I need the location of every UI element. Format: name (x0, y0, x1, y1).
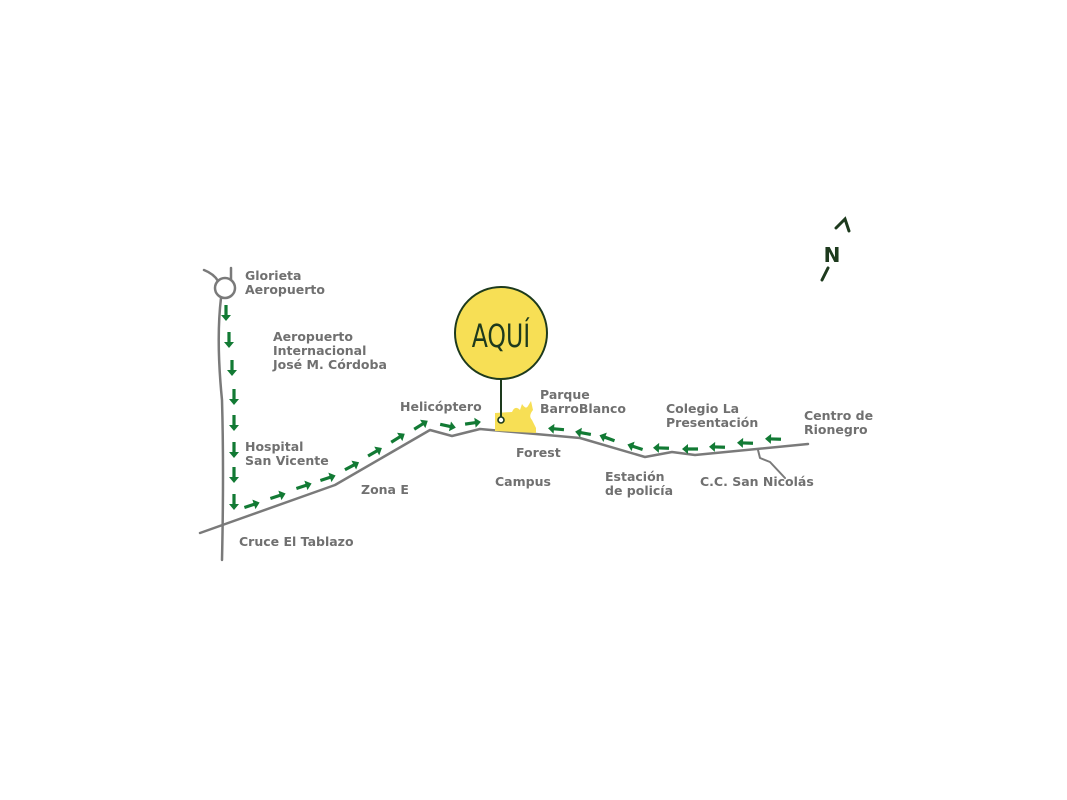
label-cc-san-nicolas: C.C. San Nicolás (700, 474, 814, 489)
label-helicoptero: Helicóptero (400, 399, 482, 414)
road-main (198, 427, 810, 535)
north-indicator: N (820, 216, 851, 282)
route-arrow-icon (269, 490, 286, 501)
marker-circle (454, 286, 548, 380)
north-arrow-icon (820, 216, 851, 282)
location-marker: AQUÍ (454, 286, 548, 424)
route-arrow-icon (413, 419, 428, 431)
route-arrow-icon (229, 389, 239, 405)
route-arrow-icon (765, 433, 782, 444)
road-glorieta-entry (202, 268, 220, 283)
north-label: N (824, 243, 841, 267)
route-arrow-icon (709, 441, 726, 452)
route-arrow-icon (390, 432, 405, 444)
label-campus: Campus (495, 474, 551, 489)
route-arrow-icon (224, 332, 234, 348)
route-arrow-icon (548, 423, 565, 434)
route-arrows (221, 305, 782, 510)
route-arrow-icon (229, 467, 239, 483)
marker-label: AQUÍ (472, 316, 530, 354)
route-arrow-icon (229, 442, 239, 458)
route-arrow-icon (243, 499, 260, 510)
route-arrow-icon (737, 437, 754, 448)
marker-pin-dot (497, 416, 505, 424)
route-arrow-icon (627, 441, 644, 452)
route-arrow-icon (344, 460, 360, 472)
route-arrow-icon (599, 432, 616, 443)
route-arrow-icon (221, 305, 231, 321)
route-arrow-icon (464, 417, 481, 428)
route-arrow-icon (439, 421, 456, 432)
route-arrow-icon (229, 415, 239, 431)
route-arrow-icon (367, 446, 382, 458)
label-forest: Forest (516, 445, 561, 460)
roundabout (213, 276, 237, 300)
label-cruce: Cruce El Tablazo (239, 534, 354, 549)
route-arrow-icon (653, 442, 670, 453)
roads (198, 266, 810, 562)
route-arrow-icon (319, 472, 336, 483)
road-vertical (217, 296, 225, 562)
park-barroblanco (495, 401, 536, 433)
label-zona-e: Zona E (361, 482, 409, 497)
road-san-nicolas (757, 449, 786, 479)
route-arrow-icon (295, 480, 312, 491)
route-arrow-icon (575, 427, 592, 438)
route-arrow-icon (682, 444, 698, 454)
route-arrow-icon (229, 494, 239, 510)
route-arrow-icon (227, 360, 237, 376)
